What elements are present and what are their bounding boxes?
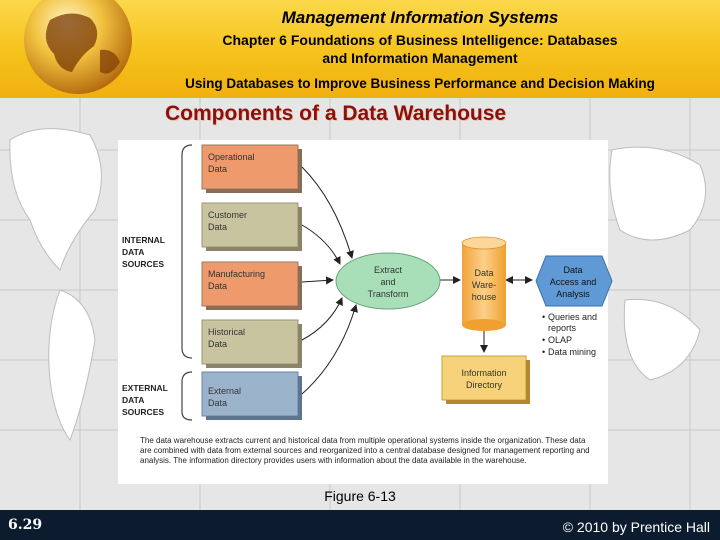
external-sources-label: EXTERNAL DATA SOURCES bbox=[122, 383, 168, 417]
source-operational-data: Operational Data bbox=[201, 144, 302, 193]
arrow-manufacturing-to-etl bbox=[301, 276, 334, 285]
chapter-line-1: Chapter 6 Foundations of Business Intell… bbox=[222, 32, 618, 48]
directory-label-line-1: Information bbox=[461, 368, 506, 378]
tools-bullet-2: • bbox=[542, 335, 545, 345]
slide-title: Components of a Data Warehouse bbox=[165, 102, 507, 125]
copyright-notice: © 2010 by Prentice Hall bbox=[562, 519, 710, 535]
source-label-line-1: Historical bbox=[208, 327, 245, 337]
internal-label-line-1: INTERNAL bbox=[122, 235, 165, 245]
source-external-data: External Data bbox=[201, 371, 302, 420]
external-label-line-3: SOURCES bbox=[122, 407, 164, 417]
arrow-operational-to-etl bbox=[301, 166, 354, 259]
warehouse-label-line-1: Data bbox=[474, 268, 493, 278]
warehouse-label-line-3: house bbox=[472, 292, 497, 302]
etl-label-line-2: and bbox=[380, 277, 395, 287]
etl-label-line-3: Transform bbox=[368, 289, 409, 299]
source-label-line-2: Data bbox=[208, 281, 227, 291]
source-label-line-2: Data bbox=[208, 339, 227, 349]
tool-queries-line-1: Queries and bbox=[548, 312, 597, 322]
figure-caption: The data warehouse extracts current and … bbox=[140, 436, 590, 465]
external-sources-brace bbox=[181, 371, 193, 421]
access-label-line-2: Access and bbox=[550, 277, 597, 287]
source-label-line-1: External bbox=[208, 386, 241, 396]
source-customer-data: Customer Data bbox=[201, 202, 302, 251]
course-title: Management Information Systems bbox=[281, 8, 559, 27]
extract-transform-node: Extract and Transform bbox=[335, 252, 441, 310]
internal-sources-brace bbox=[181, 144, 193, 359]
source-label-line-2: Data bbox=[208, 222, 227, 232]
tool-olap: OLAP bbox=[548, 335, 572, 345]
access-label-line-1: Data bbox=[563, 265, 582, 275]
figure-label: Figure 6-13 bbox=[324, 488, 396, 504]
internal-label-line-3: SOURCES bbox=[122, 259, 164, 269]
source-label-line-1: Customer bbox=[208, 210, 247, 220]
tool-data-mining: Data mining bbox=[548, 347, 596, 357]
arrow-external-to-etl bbox=[301, 304, 358, 395]
globe-logo bbox=[24, 0, 132, 94]
chapter-line-2: and Information Management bbox=[322, 50, 518, 66]
information-directory-node: Information Directory bbox=[441, 355, 530, 404]
internal-sources-label: INTERNAL DATA SOURCES bbox=[122, 235, 165, 269]
source-label-line-2: Data bbox=[208, 398, 227, 408]
section-subtitle: Using Databases to Improve Business Perf… bbox=[185, 76, 655, 91]
data-access-analysis-node: Data Access and Analysis bbox=[535, 255, 613, 307]
caption-panel bbox=[118, 426, 608, 484]
source-manufacturing-data: Manufacturing Data bbox=[201, 261, 302, 310]
footer-bar bbox=[0, 510, 720, 540]
source-historical-data: Historical Data bbox=[201, 319, 302, 368]
source-label-line-2: Data bbox=[208, 164, 227, 174]
tools-bullet-3: • bbox=[542, 347, 545, 357]
source-label-line-1: Manufacturing bbox=[208, 269, 265, 279]
arrow-historical-to-etl bbox=[301, 297, 343, 341]
directory-label-line-2: Directory bbox=[466, 380, 503, 390]
access-label-line-3: Analysis bbox=[556, 289, 590, 299]
external-label-line-2: DATA bbox=[122, 395, 144, 405]
internal-label-line-2: DATA bbox=[122, 247, 144, 257]
external-label-line-1: EXTERNAL bbox=[122, 383, 168, 393]
tool-queries-line-2: reports bbox=[548, 323, 577, 333]
page-number: 6.29 bbox=[8, 517, 43, 533]
chapter-title: Chapter 6 Foundations of Business Intell… bbox=[140, 31, 700, 67]
tools-bullet-1: • bbox=[542, 312, 545, 322]
etl-label-line-1: Extract bbox=[374, 265, 403, 275]
analysis-tools-list: • Queries and reports • OLAP • Data mini… bbox=[542, 312, 597, 357]
warehouse-label-line-2: Ware- bbox=[472, 280, 496, 290]
source-label-line-1: Operational bbox=[208, 152, 255, 162]
arrow-customer-to-etl bbox=[301, 224, 341, 265]
data-warehouse-cylinder: Data Ware- house bbox=[461, 236, 507, 331]
